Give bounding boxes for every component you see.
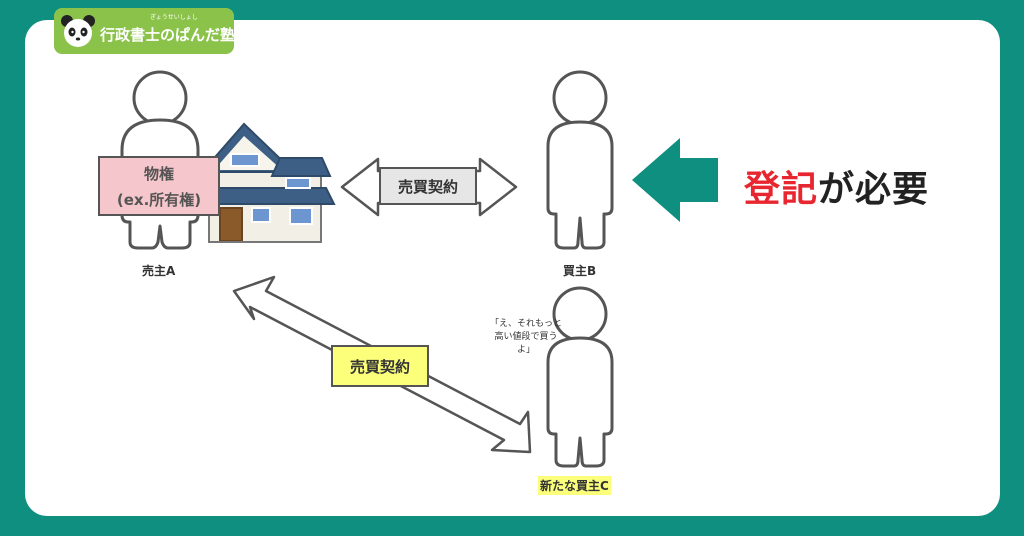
logo-title: 行政書士のぱんだ塾 <box>100 26 236 44</box>
buyer-c-quote: 「え、それもっと 高い値段で買う よ」 <box>480 318 572 357</box>
contract-ac-box <box>331 345 429 387</box>
seller-a-label: 売主A <box>142 264 176 278</box>
person-c-figure <box>546 286 614 468</box>
registration-required-text: 登記が必要 <box>744 160 929 212</box>
property-right-box: 物権 (ex.所有権) <box>98 156 220 216</box>
teal-left-arrow <box>632 138 718 222</box>
contract-ab-label: 売買契約 <box>398 178 458 196</box>
registration-word: 登記 <box>744 169 819 210</box>
buyer-c-label: 新たな買主C <box>538 476 611 495</box>
person-b-figure <box>546 70 614 250</box>
required-rest: が必要 <box>818 169 930 210</box>
contract-ac-label: 売買契約 <box>350 358 410 376</box>
quote-line2: 高い値段で買う <box>494 332 558 342</box>
logo-ruby: ぎょうせいしょし <box>150 14 198 21</box>
property-right-line2: (ex.所有権) <box>116 191 202 209</box>
panda-icon <box>61 15 95 47</box>
logo-badge: ぎょうせいしょし 行政書士のぱんだ塾 <box>54 8 236 54</box>
quote-line1: 「え、それもっと <box>489 319 562 329</box>
house-icon <box>196 122 336 243</box>
property-right-line1: 物権 <box>143 165 174 183</box>
quote-line3: よ」 <box>516 345 535 355</box>
contract-ab-box <box>379 167 477 205</box>
buyer-b-label: 買主B <box>563 264 597 278</box>
